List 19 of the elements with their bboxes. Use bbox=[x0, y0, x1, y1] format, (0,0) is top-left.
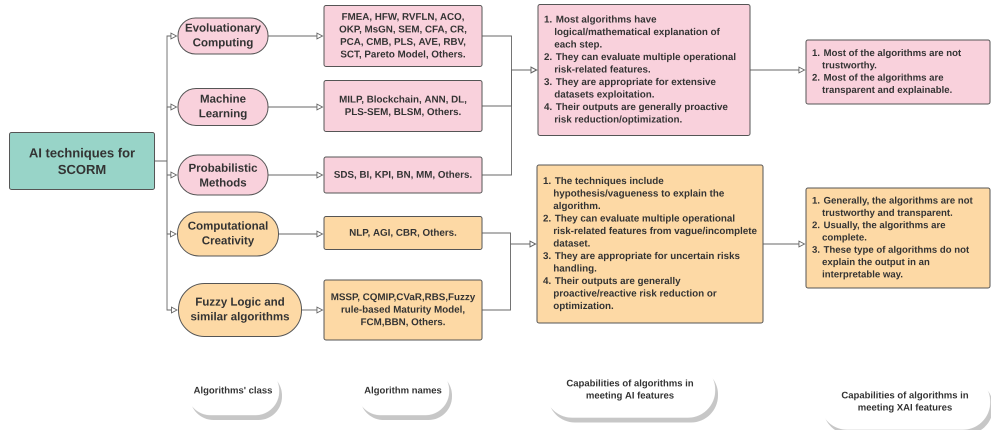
topic-box: AI techniques for SCORM bbox=[9, 132, 155, 190]
class-pill: Computational Creativity bbox=[177, 212, 279, 256]
names-box: NLP, AGI, CBR, Others. bbox=[324, 216, 482, 250]
column-label: Algorithm names bbox=[356, 366, 452, 420]
class-pill: Machine Learning bbox=[178, 88, 268, 126]
capabilities-box: 1. Most of the algorithms are not trustworthy. 2. Most of the algorithms are transparent and explainable. bbox=[806, 40, 990, 104]
class-pill: Probabilistic Methods bbox=[178, 154, 268, 196]
names-box: MILP, Blockchain, ANN, DL, PLS-SEM, BLSM, Others. bbox=[324, 80, 482, 132]
capabilities-box: 1. Most algorithms have logical/mathematical explanation of each step. 2. They can evaluate multiple operational risk-related features. 3. They are appropriate for extensive datasets exploitation. 4. Their outputs are generally proactive risk reduction/optimization. bbox=[538, 4, 750, 136]
names-box: MSSP, CQMIP,CVaR,RBS,Fuzzy rule-based Maturity Model, FCM,BBN, Others. bbox=[324, 280, 482, 340]
capabilities-box: 1. Generally, the algorithms are not trustworthy and transparent. 2. Usually, the algorithms are complete. 3. These type of algorithms do not explain the output in an interpretable way. bbox=[806, 188, 990, 288]
class-pill: Fuzzy Logic and similar algorithms bbox=[178, 283, 302, 337]
names-box: SDS, BI, KPI, BN, MM, Others. bbox=[324, 156, 482, 194]
column-label: Capabilities of algorithms in meeting AI features bbox=[544, 362, 718, 422]
names-box: FMEA, HFW, RVFLN, ACO, OKP, MsGN, SEM, CFA, CR, PCA, CMB, PLS, AVE, RBV, SCT, Pareto Model, Others. bbox=[324, 5, 482, 67]
column-label: Capabilities of algorithms in meeting XAI features bbox=[820, 374, 991, 430]
class-pill: Evoluationary Computing bbox=[178, 18, 268, 54]
capabilities-box: 1. The techniques include hypothesis/vagueness to explain the algorithm. 2. They can evaluate multiple operational risk-related features from vague/incomplete dataset. 3. They are appropriate for uncertain risks handling. 4. Their outputs are generally proactive/reactive risk reduction or optimization. bbox=[536, 164, 764, 324]
column-label: Algorithms' class bbox=[186, 366, 282, 420]
